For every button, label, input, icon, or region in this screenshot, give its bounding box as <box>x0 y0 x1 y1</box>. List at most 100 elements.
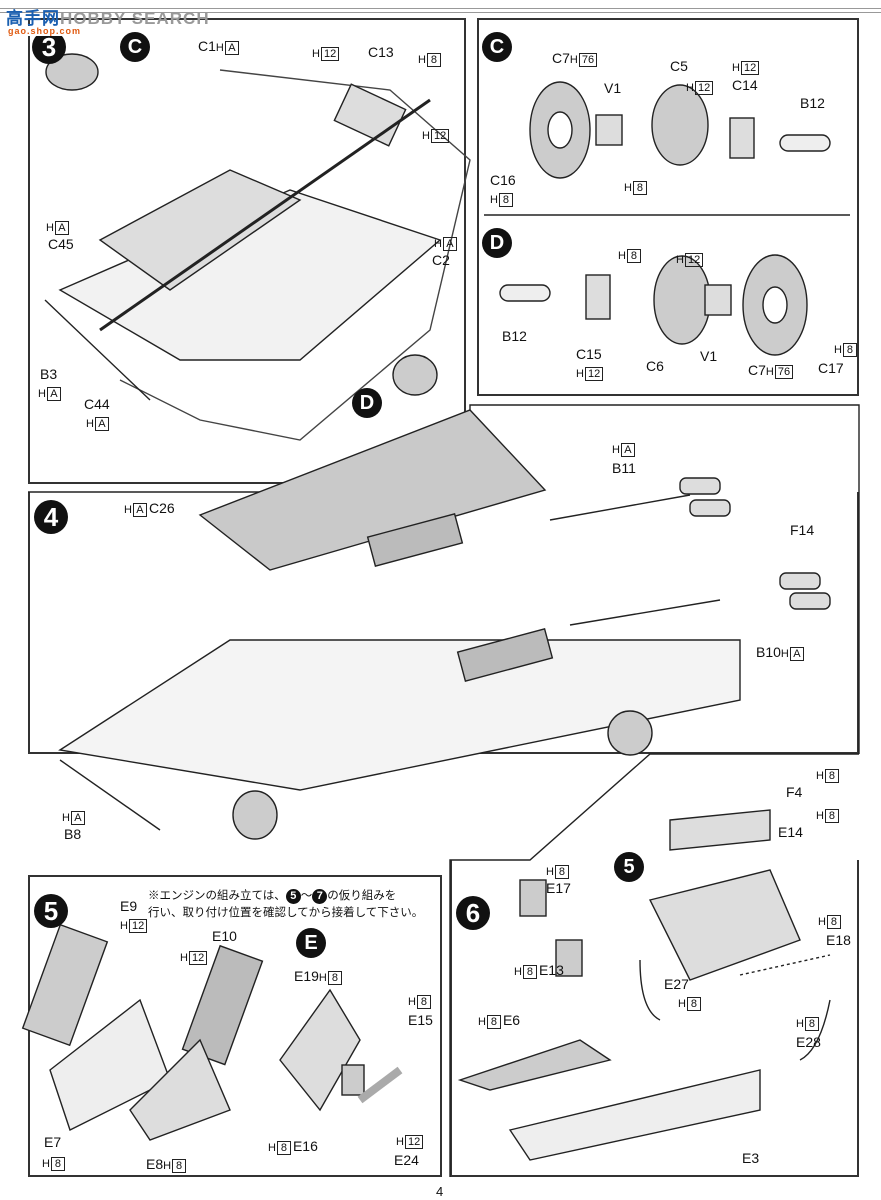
part-number: E14 <box>778 824 803 840</box>
runner-letter: H <box>422 130 430 142</box>
part-number: B10 <box>756 644 781 660</box>
part-label: C14 <box>732 77 758 93</box>
part-label: C5 <box>670 58 688 74</box>
part-number: E9 <box>120 898 138 914</box>
runner-letter: H <box>46 222 54 234</box>
runner-code-box: 12 <box>404 1135 424 1149</box>
runner-code-box: 12 <box>430 129 450 143</box>
part-label: C16 <box>490 172 516 188</box>
runner-letter: H <box>120 920 128 932</box>
part-label: C17 <box>818 360 844 376</box>
runner-letter: H <box>62 812 70 824</box>
header-rule <box>0 8 881 13</box>
part-number: E13 <box>538 962 564 978</box>
part-label: C15 <box>576 346 602 362</box>
part-label: C45 <box>48 236 74 252</box>
head-cover-part <box>21 923 109 1047</box>
runner-code-box: 8 <box>522 965 537 979</box>
part-label: V1 <box>604 80 621 96</box>
part-number: C15 <box>576 346 602 362</box>
part-label: V1 <box>700 348 717 364</box>
runner-letter: H <box>546 866 554 878</box>
runner-code-box: 12 <box>128 919 148 933</box>
part-number: B11 <box>612 460 636 476</box>
runner-code-box: A <box>789 647 804 661</box>
runner-letter: H <box>569 54 578 66</box>
runner-letter: H <box>180 952 188 964</box>
runner-letter: H <box>732 62 740 74</box>
part-number: C2 <box>432 252 450 268</box>
part-number: C17 <box>818 360 844 376</box>
part-number: C13 <box>368 44 394 60</box>
runner-code-box: A <box>132 503 147 517</box>
runner-letter: H <box>318 972 327 984</box>
runner-letter: H <box>124 504 132 516</box>
part-label: C2 <box>432 252 450 268</box>
runner-letter: H <box>678 998 686 1010</box>
step-6-border <box>449 753 859 1177</box>
part-label: B11 <box>612 460 636 476</box>
part-label: F4 <box>786 784 802 800</box>
runner-letter: H <box>38 388 46 400</box>
part-label: E15 <box>408 1012 433 1028</box>
part-number: E27 <box>664 976 689 992</box>
runner-letter: H <box>418 54 426 66</box>
subassembly-c-marker: C <box>120 32 150 62</box>
part-number: C44 <box>84 396 110 412</box>
runner-code-box: 12 <box>584 367 604 381</box>
runner-letter: H <box>215 42 224 54</box>
hub-part <box>392 354 438 396</box>
runner-code-box: 8 <box>626 249 641 263</box>
part-number: E18 <box>826 932 851 948</box>
runner-letter: H <box>434 238 442 250</box>
part-number: F14 <box>790 522 815 538</box>
part-label: E17 <box>546 880 571 896</box>
runner-code-box: 8 <box>416 995 431 1009</box>
part-label: E28 <box>796 1034 821 1050</box>
engine-block-part <box>648 869 801 981</box>
part-number: C26 <box>148 500 175 516</box>
part-number: C6 <box>646 358 664 374</box>
runner-letter: H <box>780 648 789 660</box>
part-number: C1 <box>198 38 216 54</box>
watermark-logo: 高手网HOBBY SEARCH gao.shop.com <box>6 9 210 36</box>
runner-code-box: 8 <box>486 1015 501 1029</box>
runner-code-box: 12 <box>188 951 208 965</box>
step-5-number: 5 <box>34 894 68 928</box>
runner-letter: H <box>816 810 824 822</box>
runner-code-box: 8 <box>327 971 342 985</box>
runner-letter: H <box>86 418 94 430</box>
runner-code-box: A <box>442 237 457 251</box>
runner-code-box: 8 <box>842 343 857 357</box>
part-number: E8 <box>146 1156 164 1172</box>
runner-letter: H <box>312 48 320 60</box>
hub-part <box>45 53 99 91</box>
coil-rack-part <box>669 809 771 851</box>
part-label: E14 <box>778 824 803 840</box>
runner-letter: H <box>796 1018 804 1030</box>
part-number: B3 <box>40 366 58 382</box>
runner-letter: H <box>514 966 522 978</box>
part-number: V1 <box>604 80 622 96</box>
page-number: 4 <box>436 1184 444 1199</box>
runner-letter: H <box>408 996 416 1008</box>
part-number: V1 <box>700 348 718 364</box>
